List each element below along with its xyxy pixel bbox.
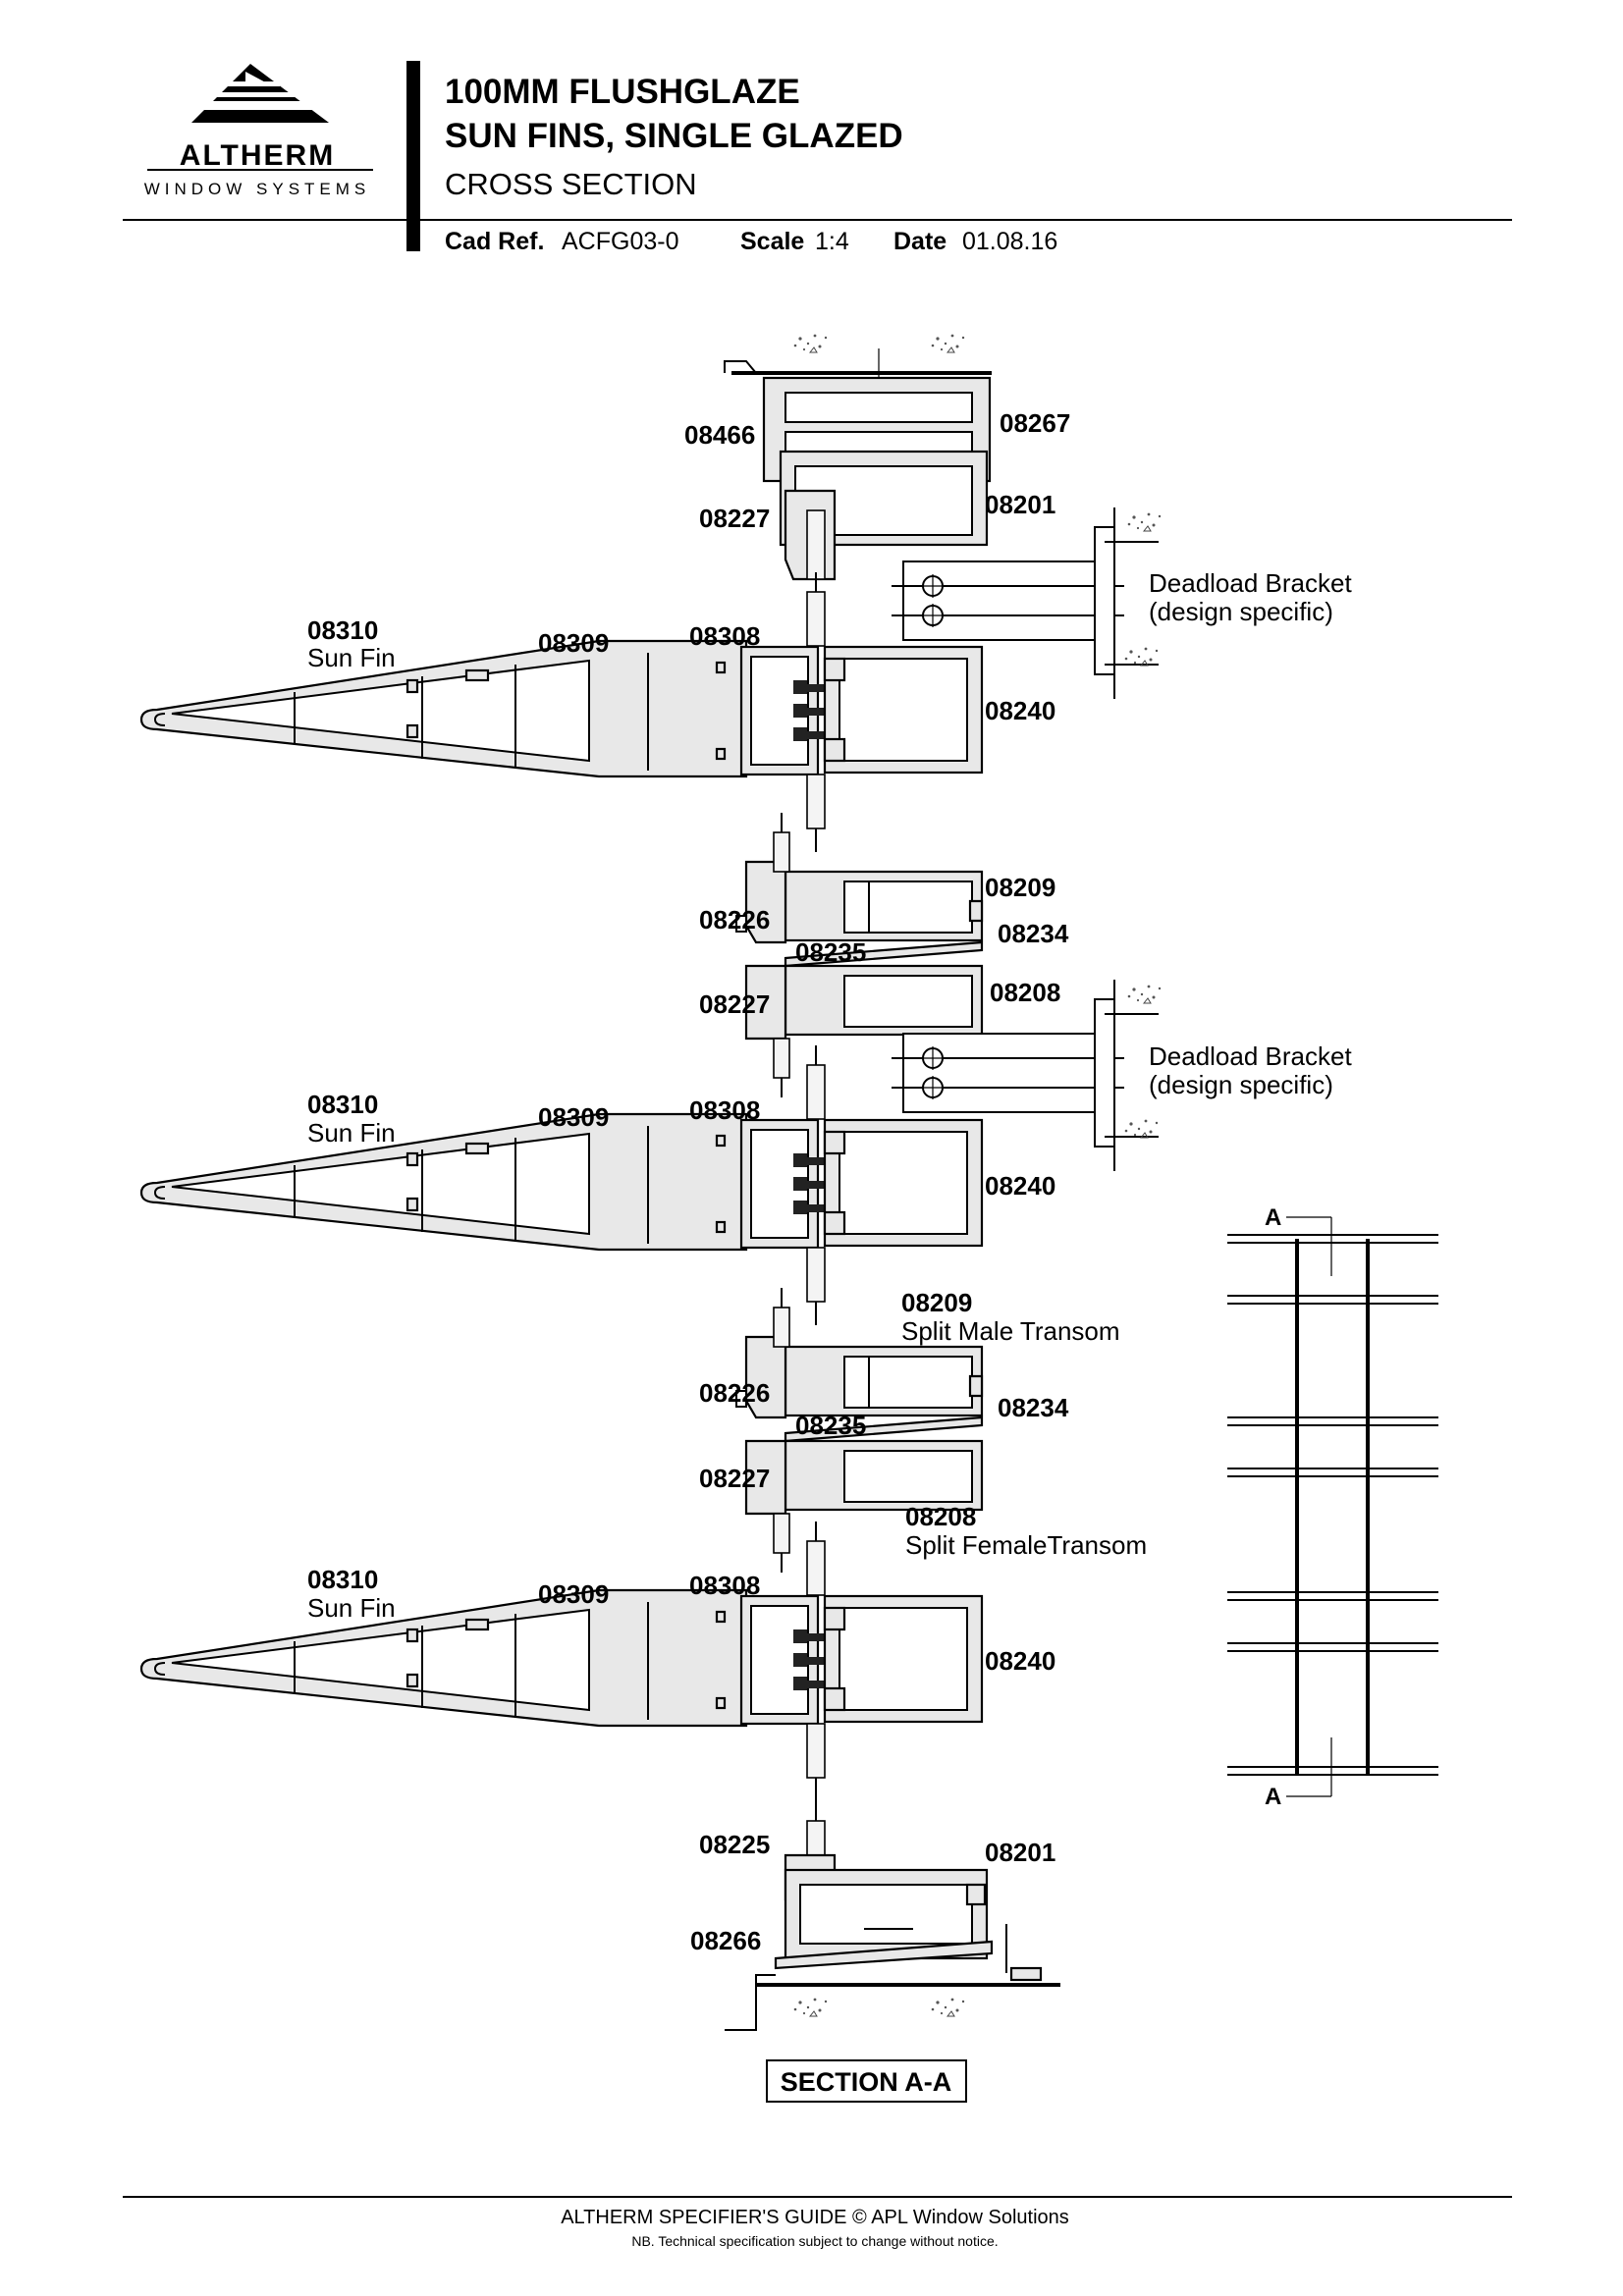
t2-insert: 08235 [795, 1411, 866, 1440]
t1-clip: 08234 [998, 919, 1069, 948]
t2-female-name: Split FemaleTransom [905, 1530, 1147, 1560]
bracket2-line1: Deadload Bracket [1149, 1041, 1352, 1071]
section-title-box [766, 2059, 967, 2103]
sill-detail [725, 1801, 1060, 2031]
fin3-adaptor: 08308 [689, 1571, 760, 1600]
fin3-mid: 08309 [538, 1579, 609, 1609]
label-08466: 08466 [684, 420, 755, 450]
fin3-name: Sun Fin [307, 1593, 396, 1623]
elev-mark-bottom: A [1265, 1784, 1281, 1810]
scale-value: 1:4 [815, 228, 849, 255]
fin1-mullion: 08240 [985, 696, 1055, 725]
fin1-name: Sun Fin [307, 643, 396, 672]
sun-fin-assembly-2 [139, 1043, 984, 1327]
t2-bead: 08226 [699, 1378, 770, 1408]
elev-mark-top: A [1265, 1204, 1281, 1231]
fin1-mid: 08309 [538, 628, 609, 658]
fin2-adaptor: 08308 [689, 1095, 760, 1125]
t1-female-left: 08227 [699, 989, 770, 1019]
fin3-mullion: 08240 [985, 1646, 1055, 1676]
title-bar-divider [406, 61, 420, 251]
t1-insert: 08235 [795, 937, 866, 967]
t1-male: 08209 [985, 873, 1055, 902]
cad-ref-label: Cad Ref. [445, 228, 544, 255]
logo-brand: ALTHERM [180, 139, 335, 172]
cad-ref-value: ACFG03-0 [562, 228, 678, 255]
bracket2-line2: (design specific) [1149, 1070, 1333, 1099]
section-title: SECTION A-A [781, 2067, 952, 2097]
t2-male: 08209 [901, 1288, 972, 1317]
sun-fin-assembly-1 [139, 570, 984, 854]
elevation-key [1227, 1216, 1438, 1797]
fin1-adaptor: 08308 [689, 621, 760, 651]
scale-label: Scale [740, 228, 804, 255]
title-line-3: CROSS SECTION [445, 167, 697, 201]
t1-female: 08208 [990, 978, 1060, 1007]
date-value: 01.08.16 [962, 228, 1057, 255]
footer-line1: ALTHERM SPECIFIER'S GUIDE © APL Window S… [561, 2207, 1069, 2228]
head-detail [724, 334, 992, 628]
t2-clip: 08234 [998, 1393, 1069, 1422]
sun-fin-assembly-3 [139, 1520, 984, 1803]
label-08227-head: 08227 [699, 504, 770, 533]
fin2-mullion: 08240 [985, 1171, 1055, 1201]
t1-bead: 08226 [699, 905, 770, 934]
fin3-code: 08310 [307, 1565, 378, 1594]
title-line-2: SUN FINS, SINGLE GLAZED [445, 117, 903, 155]
sill-right: 08201 [985, 1838, 1055, 1867]
t2-female-left: 08227 [699, 1464, 770, 1493]
label-08267: 08267 [1000, 408, 1070, 438]
sill-bottom: 08266 [690, 1926, 761, 1955]
bracket1-line1: Deadload Bracket [1149, 568, 1352, 598]
logo-subtitle: WINDOW SYSTEMS [144, 180, 371, 198]
sill-left: 08225 [699, 1830, 770, 1859]
fin2-mid: 08309 [538, 1102, 609, 1132]
t2-female: 08208 [905, 1502, 976, 1531]
date-label: Date [893, 228, 947, 255]
fin2-name: Sun Fin [307, 1118, 396, 1148]
altherm-logo: ALTHERM WINDOW SYSTEMS [144, 64, 373, 198]
fin1-code: 08310 [307, 615, 378, 645]
bracket1-line2: (design specific) [1149, 597, 1333, 626]
t2-male-name: Split Male Transom [901, 1316, 1120, 1346]
label-08201-head: 08201 [985, 490, 1055, 519]
footer-line2: NB. Technical specification subject to c… [631, 2233, 998, 2249]
title-line-1: 100MM FLUSHGLAZE [445, 73, 800, 111]
fin2-code: 08310 [307, 1090, 378, 1119]
